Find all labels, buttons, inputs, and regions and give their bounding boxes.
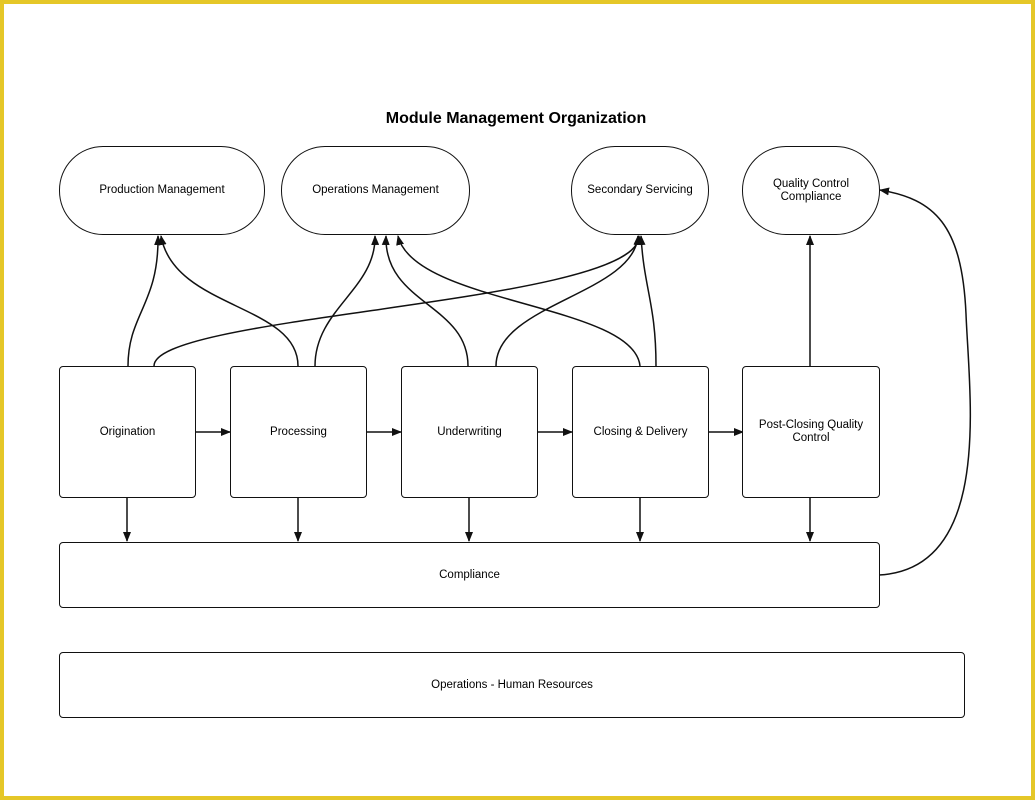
- arrow-underwriting-to-operations-a: [381, 235, 469, 367]
- arrow-closing-to-secondary: [637, 235, 657, 367]
- diagram-title: Module Management Organization: [385, 110, 647, 127]
- node-underwriting: Underwriting: [401, 366, 538, 498]
- arrow-processing-to-production: [158, 235, 299, 367]
- node-quality-control-compliance: Quality Control Compliance: [742, 146, 880, 235]
- node-origination: Origination: [59, 366, 196, 498]
- arrow-origination-to-secondary: [153, 235, 643, 367]
- arrow-processing-to-operations: [314, 235, 380, 367]
- connector-layer: [123, 187, 972, 576]
- node-processing: Processing: [230, 366, 367, 498]
- node-post-closing-quality-control: Post-Closing Quality Control: [742, 366, 880, 498]
- arrow-underwriting-to-secondary: [495, 235, 642, 367]
- node-operations-management: Operations Management: [281, 146, 470, 235]
- node-operations-human-resources: Operations - Human Resources: [59, 652, 965, 718]
- arrow-origination-to-production: [127, 235, 163, 367]
- node-secondary-servicing: Secondary Servicing: [571, 146, 709, 235]
- node-compliance: Compliance: [59, 542, 880, 608]
- arrow-compliance-to-qc: [878, 187, 972, 576]
- node-closing-delivery: Closing & Delivery: [572, 366, 709, 498]
- node-production-management: Production Management: [59, 146, 265, 235]
- arrow-closing-to-operations: [396, 235, 641, 367]
